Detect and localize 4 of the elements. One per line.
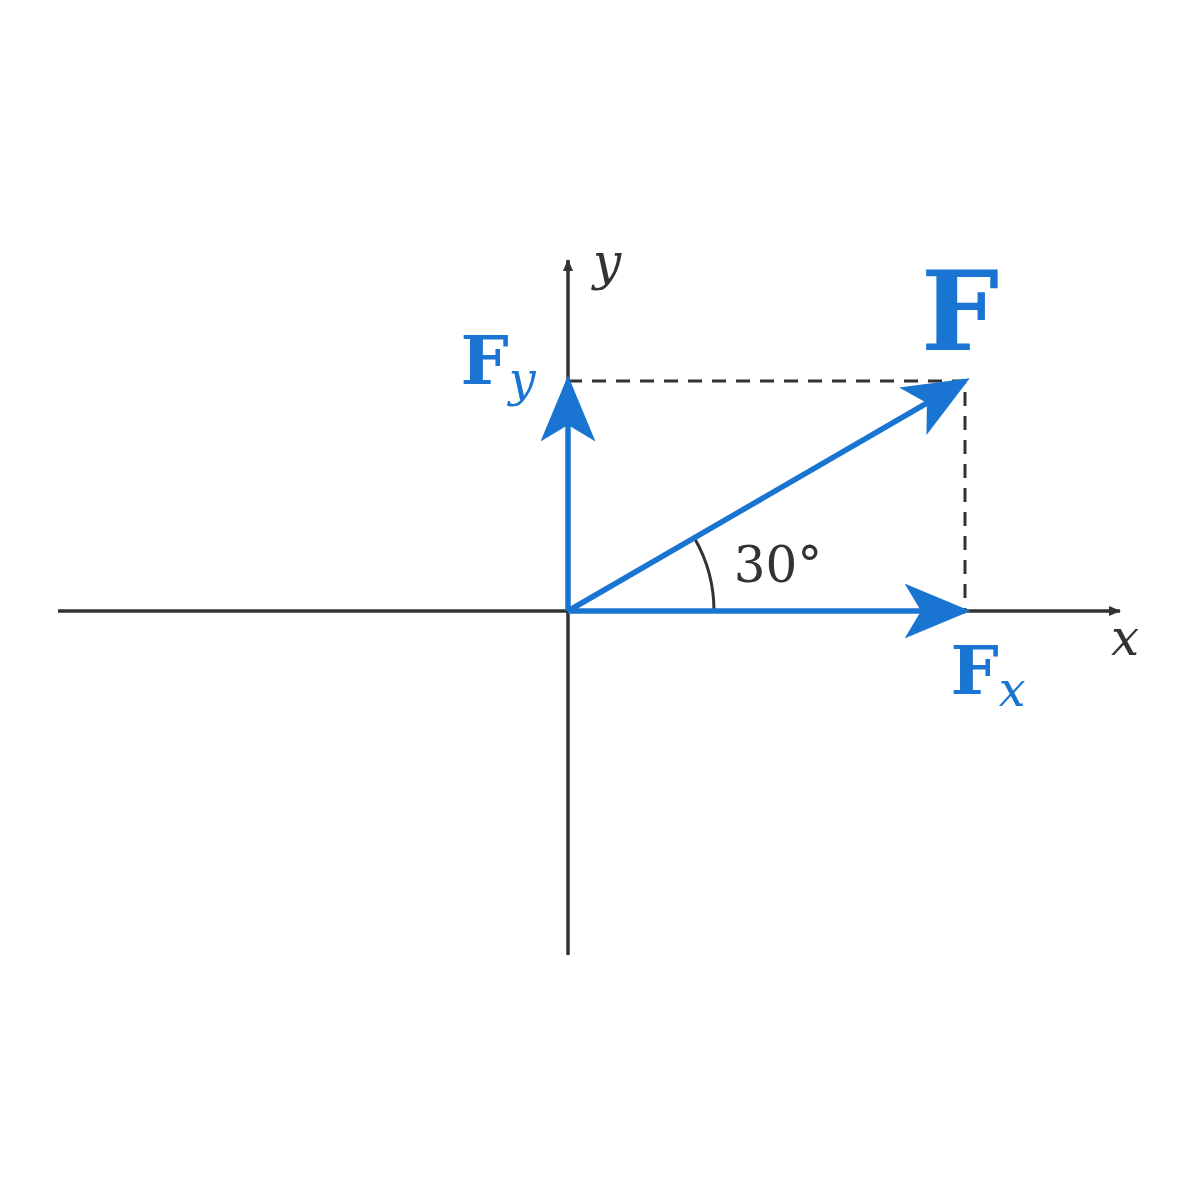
axis-label: x: [1110, 613, 1140, 663]
vector-label: F$_{x}$: [950, 636, 1026, 714]
vector-label: F: [920, 257, 1000, 367]
angle-label: 30°: [733, 540, 823, 590]
